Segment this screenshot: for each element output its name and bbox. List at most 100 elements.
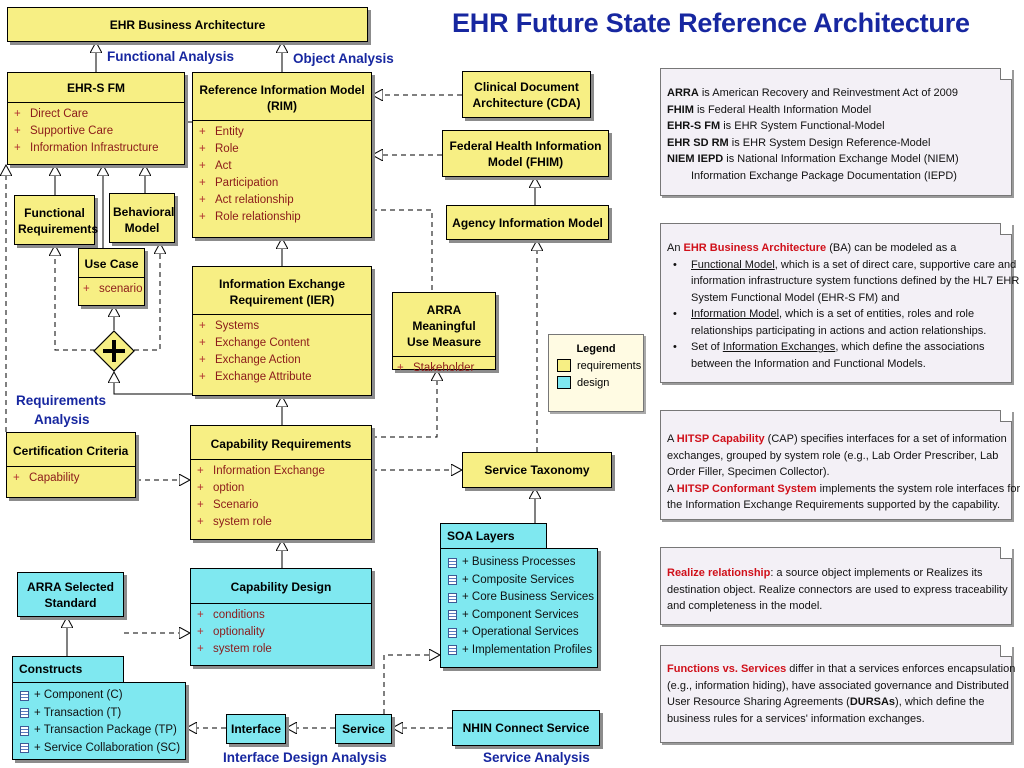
box-title: EHR-S FM xyxy=(67,81,125,95)
operation: + Business Processes xyxy=(448,554,597,572)
service-taxonomy-box[interactable]: Service Taxonomy xyxy=(462,452,612,488)
soa-layers-tab[interactable]: SOA Layers xyxy=(440,523,547,549)
note-bullet: Information Model, which is a set of ent… xyxy=(667,306,1006,323)
note-hitsp: A HITSP Capability (CAP) specifies inter… xyxy=(660,410,1021,520)
legend: Legend requirements design xyxy=(548,334,644,412)
note-fold-icon xyxy=(1000,410,1012,422)
use-case-box[interactable]: Use Case +scenario xyxy=(78,248,145,306)
soa-layers-box[interactable]: + Business Processes + Composite Service… xyxy=(440,548,598,668)
note-line: relationships participating in actions a… xyxy=(691,324,987,337)
page-title: EHR Future State Reference Architecture xyxy=(452,8,970,38)
attribute-list: +Systems +Exchange Content +Exchange Act… xyxy=(193,314,371,388)
operation: + Service Collaboration (SC) xyxy=(20,740,185,758)
box-title: Agency Information Model xyxy=(452,216,603,230)
note-line: An EHR Business Architecture (BA) can be… xyxy=(667,242,957,254)
attribute: +conditions xyxy=(197,609,265,621)
ehrs-fm-box[interactable]: EHR-S FM +Direct Care +Supportive Care +… xyxy=(7,72,185,165)
note-line: Information Exchange Package Documentati… xyxy=(691,169,957,182)
attribute-list: +Information Exchange +option +Scenario … xyxy=(191,459,371,533)
box-title: EHR Business Architecture xyxy=(109,18,266,32)
note-bullet: Functional Model, which is a set of dire… xyxy=(667,257,1016,274)
attribute: +Stakeholder xyxy=(397,362,475,374)
label-interface-design-analysis: Interface Design Analysis xyxy=(223,750,387,765)
note-line: User Resource Sharing Agreements (DURSAs… xyxy=(667,696,985,708)
attribute: +Role xyxy=(199,143,239,155)
operation-icon xyxy=(20,743,29,754)
link-capreq-to-arramu xyxy=(372,370,437,438)
label-service-analysis: Service Analysis xyxy=(483,750,590,765)
link-rim-to-arramu xyxy=(372,209,433,292)
legend-item-design: design xyxy=(557,376,643,389)
box-title: Capability Requirements xyxy=(210,437,352,451)
note-line: System Functional Model (EHR-S FM) and xyxy=(691,291,900,304)
label-requirements-analysis-1: Requirements xyxy=(16,393,107,408)
legend-swatch xyxy=(557,359,571,372)
operation: + Transaction (T) xyxy=(20,705,185,723)
operation-icon xyxy=(20,690,29,701)
note-acronyms: ARRA is American Recovery and Reinvestme… xyxy=(660,68,1012,196)
operation: + Implementation Profiles xyxy=(448,642,597,660)
note-line: Realize relationship: a source object im… xyxy=(667,567,983,579)
box-title: Service xyxy=(342,722,385,736)
note-line: business rules for a services' informati… xyxy=(667,712,925,725)
operation-icon xyxy=(20,708,29,719)
attribute: +Role relationship xyxy=(199,211,301,223)
note-line: A HITSP Conformant System implements the… xyxy=(667,482,1021,495)
operation: + Transaction Package (TP) xyxy=(20,722,185,740)
constructs-box[interactable]: + Component (C) + Transaction (T) + Tran… xyxy=(12,682,186,760)
operation: + Composite Services xyxy=(448,572,597,590)
attribute: +Exchange Action xyxy=(199,354,301,366)
interface-box[interactable]: Interface xyxy=(226,714,286,744)
ehr-business-architecture-box[interactable]: EHR Business Architecture xyxy=(7,7,368,42)
label-requirements-analysis-2: Analysis xyxy=(34,412,90,427)
attribute: +Scenario xyxy=(197,499,259,511)
box-title: SOA Layers xyxy=(447,529,515,543)
attribute-list: +conditions +optionality +system role xyxy=(191,603,371,660)
constructs-tab[interactable]: Constructs xyxy=(12,656,124,683)
note-fold-icon xyxy=(1000,68,1012,80)
operation-icon xyxy=(448,627,457,638)
capability-requirements-box[interactable]: Capability Requirements +Information Exc… xyxy=(190,425,372,540)
box-title: Use Case xyxy=(84,257,139,271)
attribute: +Systems xyxy=(199,320,260,332)
link-service-to-soa xyxy=(383,655,440,714)
link-ier-to-gw xyxy=(114,372,192,395)
certification-criteria-box[interactable]: Certification Criteria +Capability xyxy=(6,432,136,498)
attribute: +Exchange Attribute xyxy=(199,371,312,383)
note-line: FHIM is Federal Health Information Model xyxy=(667,103,872,116)
attribute: +Act xyxy=(199,160,232,172)
note-line: and completeness in the model. xyxy=(667,600,823,612)
note-line: NIEM IEPD is National Information Exchan… xyxy=(667,153,959,165)
box-title: Reference Information Model(RIM) xyxy=(199,83,365,113)
legend-title: Legend xyxy=(576,343,616,355)
note-line: EHR-S FM is EHR System Functional-Model xyxy=(667,120,885,132)
attribute-list: +Stakeholder xyxy=(393,356,495,379)
operation-icon xyxy=(448,610,457,621)
rim-box[interactable]: Reference Information Model(RIM) +Entity… xyxy=(192,72,372,238)
operation-icon xyxy=(448,575,457,586)
note-realize-relationship: Realize relationship: a source object im… xyxy=(660,547,1012,625)
service-box[interactable]: Service xyxy=(335,714,392,744)
nhin-connect-service-box[interactable]: NHIN Connect Service xyxy=(452,710,600,746)
agency-information-model-box[interactable]: Agency Information Model xyxy=(446,205,609,240)
merge-gateway-icon xyxy=(93,330,135,372)
attribute: +Supportive Care xyxy=(14,125,114,137)
box-title: Service Taxonomy xyxy=(484,463,590,477)
box-title: Certification Criteria xyxy=(13,444,129,458)
attribute: +Entity xyxy=(199,126,244,138)
note-line: exchanges, grouped by system role (e.g.,… xyxy=(667,449,999,462)
operation: + Component (C) xyxy=(20,687,185,705)
capability-design-box[interactable]: Capability Design +conditions +optionali… xyxy=(190,568,372,666)
